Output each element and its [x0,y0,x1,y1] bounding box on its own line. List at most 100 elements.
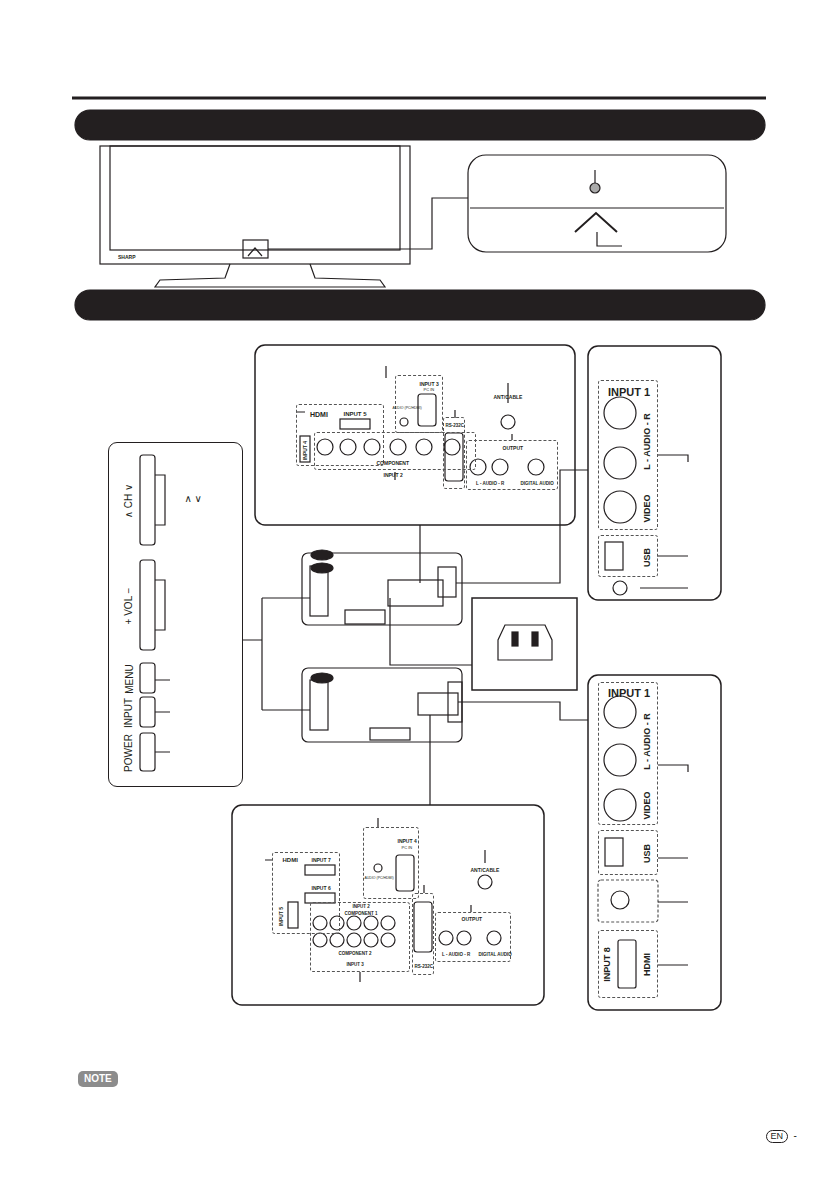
terminal-group: HDMIINPUT 5INPUT 4 [296,404,384,466]
section-bar [75,110,765,140]
terminal-label: COMPONENT 2 [339,952,372,957]
button [140,455,155,545]
tv-stand [155,264,385,287]
terminal-label: PC IN [424,388,435,392]
rca-jack [604,696,636,728]
panel-frame [232,805,544,1005]
terminal-group: RS-232C [443,417,465,489]
rca-jack [439,931,453,945]
headphone-jack [611,891,629,909]
terminal-label: INPUT 5 [279,906,284,925]
rca-jack [444,439,460,455]
power-indicator [590,183,600,193]
top-rule [72,97,766,100]
leader-line [420,470,588,805]
zoom-line [268,198,468,249]
serial-port [445,433,463,481]
rca-jack [347,933,361,947]
rca-jack [364,933,378,947]
rca-jack [347,916,361,930]
text-label: ANT/CABLE [494,395,523,400]
audio-jack [400,418,408,426]
terminal-label: RS-232C [446,424,465,429]
text-label: SHARP [118,255,136,260]
terminal-label: VIDEO [643,494,652,522]
terminal-group: COMPONENTINPUT 2 [314,432,476,470]
stand-mount [345,610,385,624]
bracket-line [243,598,310,710]
button [140,663,155,693]
bezel-line [470,207,724,208]
terminal-label: AUDIO (PC/HDMI) [365,877,394,881]
rca-jack [604,789,636,821]
terminal-label: INPUT 3 [420,382,439,387]
antenna-jack [501,415,515,429]
terminal-group: USB [598,535,658,577]
hdmi-port [340,419,370,429]
rca-jack [470,459,486,475]
button-label: MENU [124,664,134,693]
usb-port [605,838,623,866]
terminal-label: L - AUDIO - R [642,413,651,470]
side-terminal [438,567,456,597]
panel-frame [588,346,721,600]
rca-jack [604,397,636,429]
rca-jack [604,744,636,776]
model-badge [311,673,333,683]
button-outline [310,566,328,616]
tv-rear [302,553,462,625]
hdmi-port [288,902,298,928]
headphone-jack [613,581,627,595]
terminal-label: DIGITAL AUDIO [479,953,512,958]
leader-line [265,818,485,982]
rca-jack [416,439,432,455]
terminal-label: HDMI [283,857,298,863]
terminal-label: INPUT 4 [398,839,417,844]
rca-jack [604,491,636,523]
rca-jack [381,916,395,930]
terminal-label: L - AUDIO - R [642,713,651,770]
button [140,560,155,650]
rca-jack [528,459,544,475]
antenna-jack [478,875,492,889]
terminal-label: USB [643,547,652,566]
leader-line [296,366,512,480]
rca-jack [390,439,406,455]
button-label: INPUT [124,698,134,728]
vga-port [396,855,414,891]
rca-jack [604,447,636,479]
badge-label: NOTE [78,1071,118,1087]
terminal-label: INPUT 4 [303,440,308,459]
terminal-label: HDMI [643,953,652,976]
tv-rear [302,668,462,742]
terminal-group: OUTPUTL - AUDIO - RDIGITAL AUDIO [466,440,558,490]
terminal-label: L - AUDIO - R [442,953,470,958]
leader-line [658,765,688,965]
usb-port [605,542,623,570]
model-badge [311,550,333,560]
terminal-group: INPUT 1L - AUDIO - RVIDEO [598,682,658,825]
button-label: ∧ CH ∨ [124,484,134,519]
terminal-label: OUTPUT [462,917,483,922]
terminal-label: INPUT 7 [312,858,331,863]
terminal-label: INPUT 8 [602,947,611,982]
button [140,733,155,771]
inset-box [472,598,577,690]
rca-jack [381,933,395,947]
leader-line [155,475,170,752]
socket-pin [532,632,538,646]
tv-screen [110,146,400,250]
badge-label: EN [766,1130,789,1143]
rca-jack [317,439,333,455]
stand-mount [370,728,410,740]
terminal-group: HDMIINPUT 7INPUT 6INPUT 5 [272,852,340,934]
socket-pin [512,632,518,646]
rca-jack [364,916,378,930]
text-label: - [794,1131,797,1141]
terminal-label: VIDEO [643,791,652,819]
leader-line [594,170,595,183]
rca-jack [313,916,327,930]
button-label: ∧ ∨ [185,494,202,504]
